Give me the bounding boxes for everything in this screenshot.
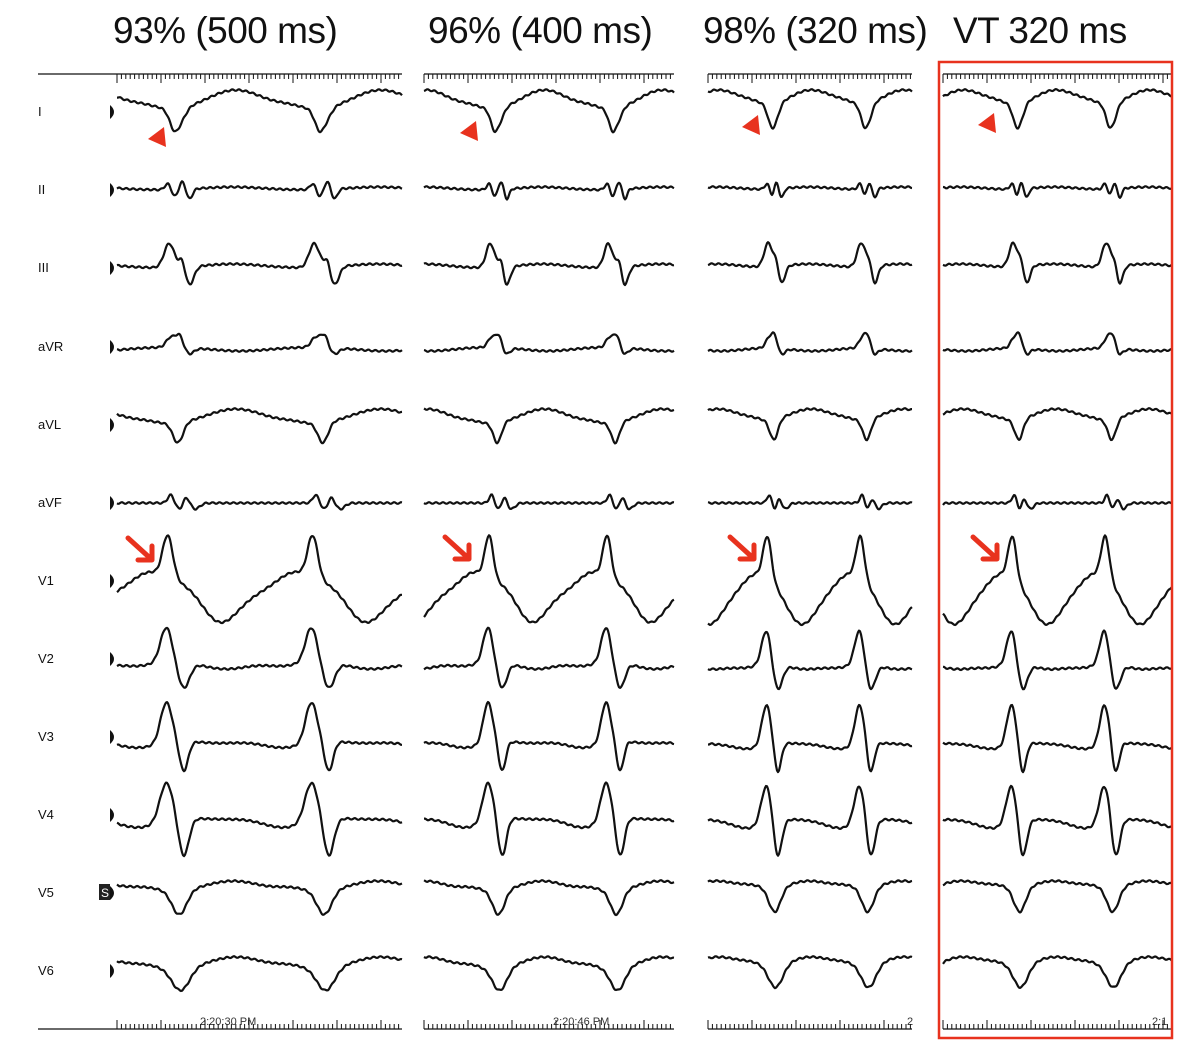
lead-marker-icon <box>110 652 114 666</box>
lead-marker-icon <box>110 105 114 119</box>
red-arrowhead-icon <box>148 127 166 147</box>
ecg-trace-III <box>707 241 913 285</box>
red-arrowhead-icon <box>460 121 478 141</box>
lead-label-aVR: aVR <box>38 339 64 354</box>
ecg-trace-III <box>942 241 1173 285</box>
ecg-trace-V4 <box>707 784 913 857</box>
ecg-trace-V5 <box>116 879 403 916</box>
ecg-trace-V2 <box>942 629 1173 691</box>
ecg-trace-II <box>707 181 913 199</box>
lead-label-V1: V1 <box>38 573 54 588</box>
lead-label-I: I <box>38 104 42 119</box>
ecg-trace-II <box>942 181 1173 199</box>
ecg-trace-V2 <box>116 626 403 689</box>
red-arrowhead-icon <box>742 115 760 135</box>
ecg-trace-V1 <box>116 534 403 625</box>
ecg-trace-aVL <box>423 407 675 445</box>
ecg-trace-V1 <box>942 534 1173 627</box>
panel-title-93: 93% (500 ms) <box>113 10 338 51</box>
ecg-trace-I <box>116 88 403 134</box>
ecg-trace-aVR <box>423 333 675 355</box>
ecg-trace-III <box>116 241 403 286</box>
ecg-trace-V6 <box>423 955 675 992</box>
timestamp-panel-3: 2 <box>907 1016 914 1028</box>
ecg-trace-aVR <box>707 331 913 356</box>
s-marker-label: S <box>101 886 109 900</box>
ecg-trace-II <box>116 180 403 200</box>
ecg-trace-V3 <box>423 700 675 772</box>
lead-marker-icon <box>110 574 114 588</box>
ecg-trace-V5 <box>707 879 913 914</box>
ecg-trace-aVL <box>116 407 403 445</box>
ecg-trace-aVL <box>707 407 913 442</box>
ecg-trace-V3 <box>707 703 913 774</box>
red-arrowhead-icon <box>978 113 996 133</box>
lead-marker-icon <box>110 886 114 900</box>
ecg-trace-V3 <box>942 703 1173 774</box>
lead-label-aVL: aVL <box>38 417 62 432</box>
ecg-trace-aVF <box>707 493 913 511</box>
red-arrow-icon <box>442 534 472 562</box>
ecg-trace-aVR <box>116 332 403 356</box>
ecg-trace-V2 <box>423 626 675 689</box>
lead-label-V3: V3 <box>38 729 54 744</box>
panel-title-vt: VT 320 ms <box>953 10 1127 51</box>
vt-highlight-box <box>937 60 1174 1040</box>
panel-title-98: 98% (320 ms) <box>703 10 928 51</box>
lead-label-III: III <box>38 260 49 275</box>
lead-marker-icon <box>110 964 114 978</box>
ecg-trace-aVL <box>942 407 1173 442</box>
ecg-trace-V6 <box>116 955 403 993</box>
lead-marker-icon <box>110 418 114 432</box>
red-arrow-icon <box>727 534 757 562</box>
lead-marker-icon <box>110 496 114 510</box>
lead-label-V5: V5 <box>38 885 54 900</box>
ecg-trace-V6 <box>707 955 913 990</box>
ecg-trace-III <box>423 242 675 287</box>
ecg-trace-I <box>707 88 913 130</box>
ecg-trace-V5 <box>423 879 675 917</box>
ecg-trace-aVR <box>942 331 1173 356</box>
ecg-trace-I <box>423 88 675 134</box>
ecg-trace-aVF <box>116 493 403 511</box>
ecg-trace-V4 <box>942 784 1173 857</box>
red-arrow-icon <box>970 534 1000 562</box>
lead-label-V6: V6 <box>38 963 54 978</box>
s-marker-icon <box>99 884 110 900</box>
red-arrow-icon <box>125 535 155 563</box>
ecg-trace-V3 <box>116 701 403 773</box>
lead-marker-icon <box>110 183 114 197</box>
lead-label-II: II <box>38 182 46 197</box>
lead-marker-icon <box>110 261 114 275</box>
lead-marker-icon <box>110 808 114 822</box>
ecg-trace-aVF <box>423 493 675 511</box>
ecg-trace-V5 <box>942 879 1173 914</box>
ecg-trace-II <box>423 181 675 201</box>
ecg-trace-V1 <box>423 534 675 624</box>
lead-label-aVF: aVF <box>38 495 62 510</box>
ecg-trace-V4 <box>423 781 675 856</box>
lead-label-V2: V2 <box>38 651 54 666</box>
panel-title-96: 96% (400 ms) <box>428 10 653 51</box>
lead-marker-icon <box>110 340 114 354</box>
ecg-trace-V6 <box>942 955 1173 989</box>
lead-label-V4: V4 <box>38 807 54 822</box>
ecg-trace-V4 <box>116 781 403 858</box>
lead-marker-icon <box>110 730 114 744</box>
ecg-trace-aVF <box>942 493 1173 511</box>
ecg-trace-V2 <box>707 629 913 691</box>
ecg-trace-I <box>942 88 1173 130</box>
ecg-trace-V1 <box>707 534 913 627</box>
